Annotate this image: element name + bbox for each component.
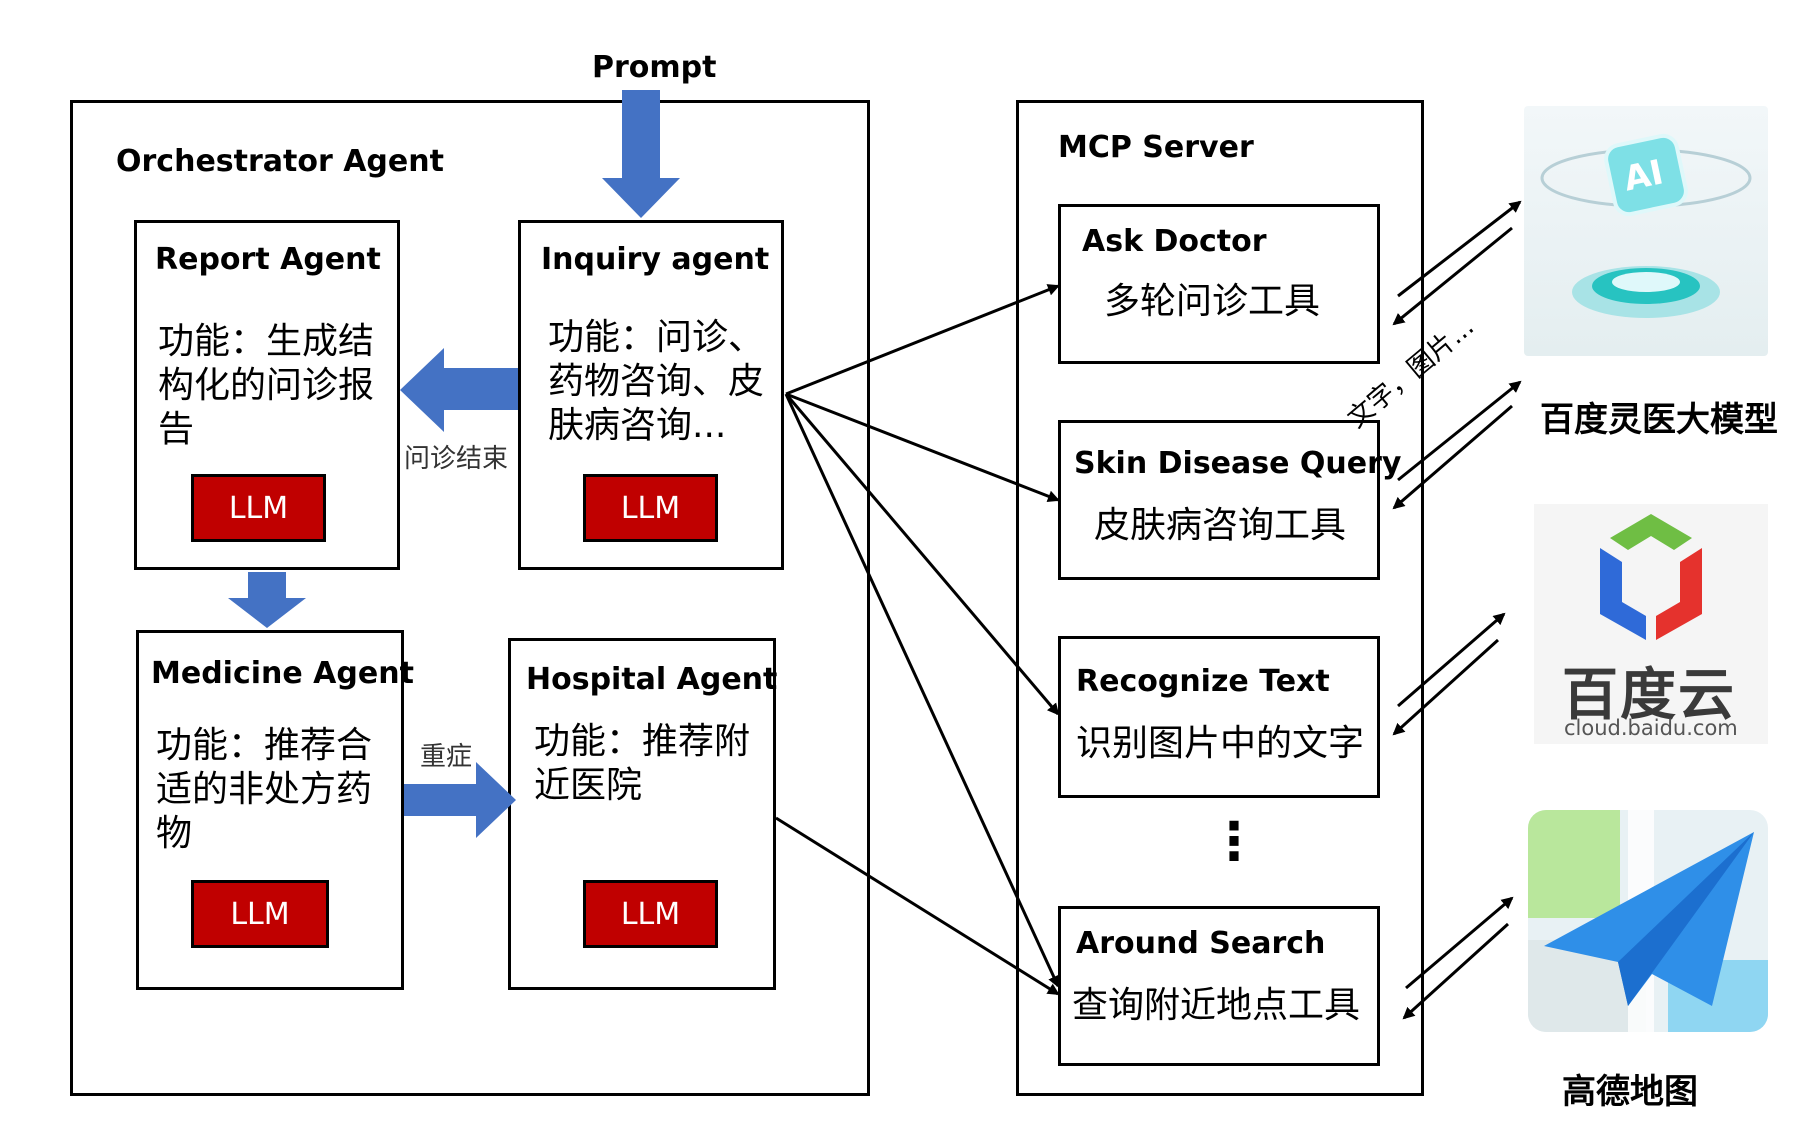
orchestrator-agent-title: Orchestrator Agent [116, 144, 444, 179]
tool-recognize-text-name: Recognize Text [1076, 664, 1330, 699]
baidu-cloud-logo-url: cloud.baidu.com [1564, 716, 1738, 740]
inquiry-agent-desc-line3: 肤病咨询... [548, 405, 727, 446]
amap-to-around-arrow [1402, 922, 1510, 1020]
medicine-agent-desc-line1: 功能：推荐合 [156, 725, 373, 766]
medicine-to-hospital-arrow [404, 762, 516, 838]
report-agent-title: Report Agent [155, 242, 381, 277]
around-to-amap-arrow [1405, 896, 1514, 990]
hospital-agent-llm-badge: LLM [583, 880, 718, 948]
report-to-medicine-arrow [228, 572, 306, 628]
inquiry-agent-llm-badge: LLM [583, 474, 718, 542]
tool-ask-doctor-box [1058, 204, 1380, 364]
inquiry-to-around-search-arrow [784, 393, 1060, 988]
recognize-to-cloud-arrow [1397, 612, 1506, 708]
prompt-input-arrow [602, 90, 680, 218]
edge-label-inquiry-end: 问诊结束 [404, 444, 509, 474]
inquiry-to-skin-disease-arrow [785, 392, 1060, 502]
inquiry-agent-desc-line2: 药物咨询、皮 [548, 361, 765, 402]
report-agent-desc-line2: 构化的问诊报 [158, 365, 375, 406]
tool-skin-disease-desc: 皮肤病咨询工具 [1094, 505, 1347, 546]
lingyi-to-skin-arrow [1392, 404, 1513, 510]
edge-label-severe: 重症 [420, 742, 473, 772]
tool-ask-doctor-desc: 多轮问诊工具 [1104, 281, 1321, 322]
ai-orb-icon [1540, 133, 1752, 318]
tool-skin-disease-name: Skin Disease Query [1074, 446, 1402, 481]
amap-logo [1528, 810, 1768, 1032]
baidu-lingyi-logo: AI [1524, 106, 1768, 356]
more-tools-ellipsis: ⋮ [1208, 812, 1260, 872]
lingyi-to-ask-doctor-arrow [1392, 226, 1513, 326]
amap-label: 高德地图 [1562, 1072, 1698, 1112]
hospital-agent-desc-line2: 近医院 [534, 765, 643, 806]
skin-to-lingyi-arrow [1397, 380, 1522, 482]
report-agent-desc-line1: 功能：生成结 [158, 321, 375, 362]
medicine-agent-desc-line2: 适的非处方药 [156, 769, 373, 810]
baidu-lingyi-label: 百度灵医大模型 [1540, 400, 1778, 440]
medicine-agent-desc-line3: 物 [156, 813, 193, 854]
inquiry-agent-desc-line1: 功能：问诊、 [548, 317, 765, 358]
paper-plane-icon [1528, 810, 1768, 1032]
tool-skin-disease-box [1058, 420, 1380, 580]
tool-around-search-desc: 查询附近地点工具 [1072, 985, 1361, 1026]
ask-doctor-to-lingyi-arrow [1397, 200, 1522, 298]
mcp-server-title: MCP Server [1058, 130, 1254, 165]
report-agent-desc-line3: 告 [158, 409, 195, 450]
medicine-agent-title: Medicine Agent [151, 656, 414, 691]
inquiry-agent-title: Inquiry agent [541, 242, 770, 277]
tool-recognize-text-desc: 识别图片中的文字 [1076, 723, 1365, 764]
inquiry-to-recognize-text-arrow [784, 393, 1060, 716]
tool-ask-doctor-name: Ask Doctor [1082, 224, 1267, 259]
hospital-agent-title: Hospital Agent [526, 662, 778, 697]
tool-around-search-name: Around Search [1076, 926, 1326, 961]
inquiry-to-ask-doctor-arrow [785, 284, 1060, 396]
baidu-cloud-logo-text: 百度云 [1562, 663, 1736, 728]
medicine-agent-llm-badge: LLM [191, 880, 329, 948]
hospital-to-around-search-arrow [775, 816, 1060, 996]
prompt-label: Prompt [592, 50, 717, 85]
report-agent-llm-badge: LLM [191, 474, 326, 542]
tool-around-search-box [1058, 906, 1380, 1066]
baidu-cloud-logo: 百度云 cloud.baidu.com [1534, 504, 1768, 744]
tool-recognize-text-box [1058, 636, 1380, 798]
baidu-cloud-cube-icon [1600, 514, 1702, 640]
cloud-to-recognize-arrow [1392, 638, 1500, 736]
hospital-agent-desc-line1: 功能：推荐附 [534, 721, 751, 762]
inquiry-to-report-arrow [400, 348, 518, 432]
